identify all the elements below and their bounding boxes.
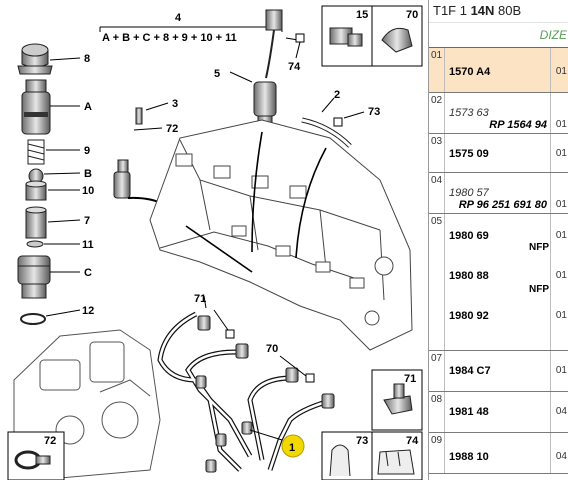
- parts-row-04[interactable]: 04 1980 57 RP 96 251 691 80 01: [429, 173, 568, 214]
- parts-row-02[interactable]: 02 1573 63 RP 1564 94 01: [429, 93, 568, 134]
- callout-A: A: [84, 101, 92, 113]
- callout-73: 73: [368, 106, 380, 118]
- row-index: 04: [429, 173, 445, 213]
- part-10[interactable]: [25, 180, 47, 201]
- seal-12[interactable]: [20, 313, 46, 325]
- parts-row-05[interactable]: 05 1980 69 NFP 1980 88 NFP 1980 92 01 01…: [429, 214, 568, 351]
- callout-10: 10: [82, 185, 94, 197]
- callout-72: 72: [166, 123, 178, 135]
- qty: 01: [555, 365, 567, 376]
- row-index: 03: [429, 134, 445, 172]
- panel-header: T1F 1 14N 80B: [429, 0, 568, 23]
- callout-B: B: [84, 168, 92, 180]
- inset-label-15: 15: [356, 9, 368, 21]
- row-index: 07: [429, 351, 445, 391]
- qty: 01: [555, 270, 567, 281]
- injector-3[interactable]: [113, 107, 143, 199]
- part-ref[interactable]: 1575 09: [449, 148, 489, 160]
- part-ref[interactable]: 1980 69: [449, 230, 489, 242]
- header-code: 14N: [470, 3, 495, 18]
- row-index: 05: [429, 214, 445, 350]
- callout-formula: A + B + C + 8 + 9 + 10 + 11: [102, 32, 237, 44]
- qty: 01: [555, 230, 567, 241]
- qty: 04: [555, 406, 567, 417]
- inset-label-72: 72: [44, 435, 56, 447]
- qty: 01: [555, 66, 567, 77]
- row-index: 02: [429, 93, 445, 133]
- parts-row-07[interactable]: 07 1984 C7 01: [429, 351, 568, 392]
- spring-9[interactable]: [27, 139, 45, 165]
- injector-body-A[interactable]: [21, 79, 51, 135]
- inset-label-73: 73: [356, 435, 368, 447]
- nfp-badge: NFP: [529, 242, 549, 253]
- inset-label-74: 74: [406, 435, 419, 447]
- callout-11: 11: [82, 239, 94, 251]
- callout-1: 1: [289, 442, 295, 454]
- qty: 04: [555, 451, 567, 462]
- row-index: 01: [429, 48, 445, 92]
- inset-label-70: 70: [406, 9, 418, 21]
- callout-5: 5: [214, 68, 220, 80]
- header-suffix: 80B: [494, 3, 522, 18]
- qty: 01: [555, 148, 567, 159]
- injector-5[interactable]: [253, 9, 283, 135]
- parts-row-03[interactable]: 03 1575 09 01: [429, 134, 568, 173]
- cylinder-head: [149, 119, 413, 351]
- part-ref[interactable]: 1988 10: [449, 451, 489, 463]
- replacement-ref[interactable]: RP 96 251 691 80: [458, 199, 547, 211]
- inset-box-15[interactable]: 15: [321, 5, 373, 67]
- qty: 01: [555, 199, 567, 210]
- callout-C: C: [84, 267, 92, 279]
- parts-list-panel: T1F 1 14N 80B DIZE 01 1570 A4 01 02 1573…: [428, 0, 568, 480]
- nfp-badge: NFP: [529, 284, 549, 295]
- callout-12: 12: [82, 305, 94, 317]
- panel-subheader: DIZE: [429, 23, 568, 48]
- callout-4: 4: [175, 12, 182, 24]
- part-ref[interactable]: 1570 A4: [449, 66, 491, 78]
- replacement-ref[interactable]: RP 1564 94: [489, 119, 547, 131]
- callout-2: 2: [334, 89, 340, 101]
- inset-box-73[interactable]: 73: [321, 431, 373, 480]
- leak-off-pipe-2[interactable]: [301, 117, 352, 148]
- part-ref[interactable]: 1980 88: [449, 270, 489, 282]
- part-ref[interactable]: 1984 C7: [449, 365, 491, 377]
- qty: 01: [555, 119, 567, 130]
- row-index: 09: [429, 433, 445, 473]
- part-ref[interactable]: 1980 92: [449, 310, 489, 322]
- exploded-parts-diagram: 4 A + B + C + 8 + 9 + 10 + 11 8 A 9 B 10…: [7, 5, 423, 480]
- callout-71: 71: [194, 293, 206, 305]
- parts-row-01[interactable]: 01 1570 A4 01: [429, 48, 568, 93]
- inset-box-71[interactable]: 71: [371, 369, 423, 431]
- part-ref[interactable]: 1980 57: [449, 187, 489, 199]
- inset-box-74[interactable]: 74: [371, 431, 423, 480]
- part-7[interactable]: [25, 206, 47, 239]
- part-ref[interactable]: 1981 48: [449, 406, 489, 418]
- parts-row-08[interactable]: 08 1981 48 04: [429, 392, 568, 433]
- part-ref[interactable]: 1573 63: [449, 107, 489, 119]
- row-index: 08: [429, 392, 445, 432]
- callout-7: 7: [84, 215, 90, 227]
- inset-label-71: 71: [404, 373, 416, 385]
- qty: 01: [555, 310, 567, 321]
- nut-C[interactable]: [17, 255, 51, 299]
- inset-box-72[interactable]: 72: [7, 431, 65, 480]
- callout-70: 70: [266, 343, 278, 355]
- injector-part-8[interactable]: [17, 43, 53, 75]
- callout-9: 9: [84, 145, 90, 157]
- callout-74: 74: [288, 61, 301, 73]
- callout-8: 8: [84, 53, 90, 65]
- parts-row-09[interactable]: 09 1988 10 04: [429, 433, 568, 474]
- header-prefix: T1F 1: [433, 3, 471, 18]
- callout-3: 3: [172, 98, 178, 110]
- washer-11[interactable]: [26, 240, 44, 248]
- inset-box-70[interactable]: 70: [371, 5, 423, 67]
